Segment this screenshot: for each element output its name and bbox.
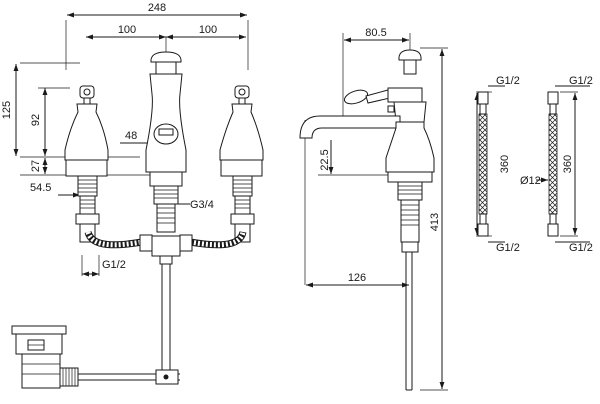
label-hose-a-top: G1/2 <box>496 75 520 87</box>
right-valve <box>219 85 264 243</box>
side-view: 80.5 22.5 126 413 <box>299 27 448 391</box>
dim-height-total: 125 <box>1 101 13 119</box>
hose-b: G1/2 G1/2 360 Ø12 <box>520 75 593 254</box>
left-valve <box>64 85 109 243</box>
dim-spout-gap: 48 <box>125 130 137 142</box>
label-connector-center: G3/4 <box>190 199 214 211</box>
front-view: 248 100 100 125 92 27 48 54.5 G3/4 G1/2 <box>1 2 264 389</box>
dim-height-base: 27 <box>30 160 42 172</box>
dim-hose-length-a: 360 <box>499 155 511 173</box>
dim-rod-reach: 126 <box>348 272 366 284</box>
side-tap-body <box>299 49 435 391</box>
dim-tail-height: 413 <box>429 213 441 231</box>
dim-spacing-left: 100 <box>118 24 136 36</box>
popup-waste <box>11 325 180 389</box>
dim-hose-length-b: 360 <box>562 155 574 173</box>
dim-overall-width: 248 <box>148 2 166 14</box>
dim-hose-diameter: Ø12 <box>520 175 541 187</box>
dim-spout-height: 22.5 <box>319 149 331 170</box>
label-connector-left: G1/2 <box>102 259 126 271</box>
dim-spout-reach: 80.5 <box>365 27 386 39</box>
dim-base-offset: 54.5 <box>30 182 51 194</box>
hose-a: G1/2 G1/2 360 <box>474 75 520 254</box>
label-hose-b-bottom: G1/2 <box>569 242 593 254</box>
dim-spacing-right: 100 <box>199 24 217 36</box>
braided-connectors <box>84 230 247 376</box>
label-hose-b-top: G1/2 <box>569 75 593 87</box>
dim-height-handle: 92 <box>30 114 42 126</box>
center-spout <box>145 51 187 233</box>
label-hose-a-bottom: G1/2 <box>496 242 520 254</box>
